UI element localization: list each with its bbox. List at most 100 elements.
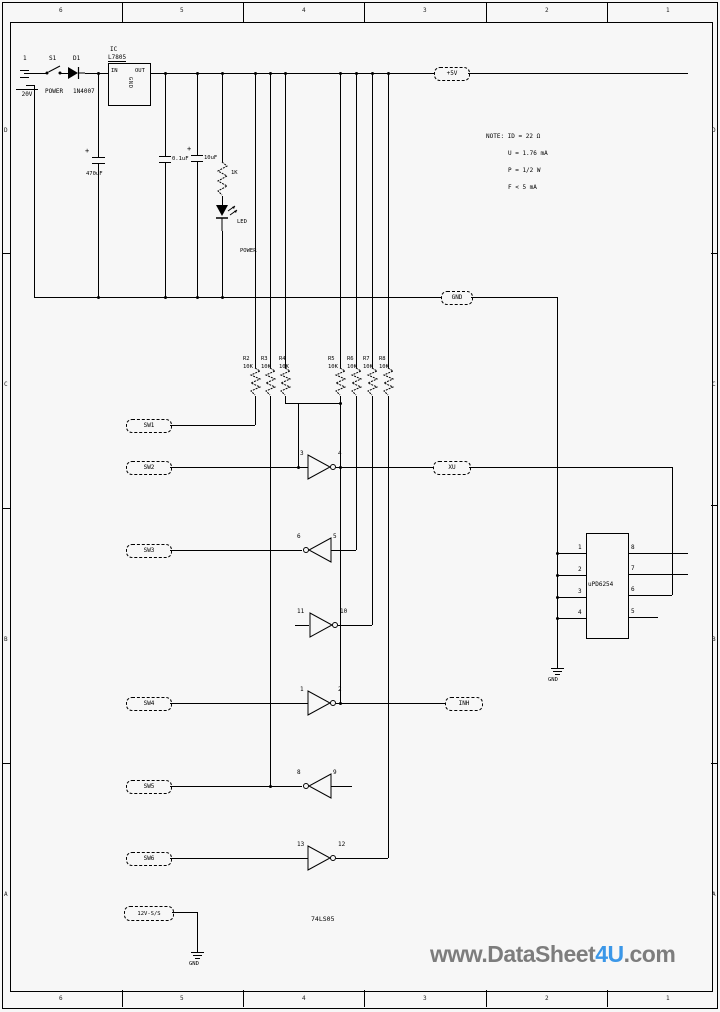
gate-pin-number: 12 bbox=[338, 841, 346, 848]
zone-label: C bbox=[4, 381, 8, 388]
diode-symbol bbox=[68, 67, 85, 79]
led-label: LED bbox=[237, 219, 247, 225]
regulator-in-pin: IN bbox=[111, 68, 118, 74]
wire bbox=[170, 550, 302, 551]
connector-pin1-label: 1 bbox=[23, 55, 27, 62]
zone-label: 4 bbox=[302, 995, 306, 1002]
wire bbox=[356, 396, 357, 550]
net-flag-gnd: GND bbox=[441, 291, 473, 305]
junction-dot bbox=[556, 596, 559, 599]
wire bbox=[372, 73, 373, 368]
wire bbox=[557, 553, 586, 554]
frame-tick bbox=[2, 763, 10, 764]
zone-label: B bbox=[712, 636, 716, 643]
frame-tick bbox=[364, 2, 365, 22]
resistor-name: R5 bbox=[328, 356, 335, 362]
led-sublabel: POWER bbox=[240, 248, 257, 254]
wire bbox=[340, 73, 341, 368]
wire bbox=[336, 858, 388, 859]
net-flag-5v-label: +5V bbox=[446, 70, 458, 77]
net-flag-input-4-label: SW4 bbox=[143, 700, 155, 707]
wire bbox=[469, 467, 672, 468]
junction-dot bbox=[556, 552, 559, 555]
wire bbox=[26, 85, 34, 86]
zone-label: 2 bbox=[545, 7, 549, 14]
zone-label: 3 bbox=[423, 995, 427, 1002]
capacitor-c1-polarity: + bbox=[85, 147, 90, 155]
capacitor-c1-value: 470uF bbox=[86, 171, 103, 177]
ic-upd6254-part: uPD6254 bbox=[588, 581, 614, 588]
wire bbox=[98, 73, 99, 157]
resistor-name: R7 bbox=[363, 356, 370, 362]
ic-pin-number: 1 bbox=[578, 544, 582, 551]
connector-return-label: 20V bbox=[16, 89, 38, 98]
frame-tick bbox=[2, 508, 10, 509]
wire bbox=[255, 396, 256, 425]
wire bbox=[356, 73, 357, 368]
wire bbox=[170, 467, 308, 468]
wire bbox=[165, 73, 166, 156]
diode-ref: D1 bbox=[73, 55, 81, 62]
gate-pin-number: 5 bbox=[333, 533, 337, 540]
frame-tick bbox=[243, 990, 244, 1007]
zone-label: 1 bbox=[666, 995, 670, 1002]
wire bbox=[338, 625, 372, 626]
junction-dot bbox=[339, 72, 342, 75]
net-flag-out-1-label: XU bbox=[448, 464, 456, 471]
wire-gnd-rail bbox=[471, 297, 557, 298]
frame-tick bbox=[607, 990, 608, 1007]
resistor-r1-value: 1K bbox=[231, 170, 238, 176]
gate-pin-number: 2 bbox=[338, 686, 342, 693]
wire bbox=[340, 396, 341, 703]
ic-pin-number: 3 bbox=[578, 588, 582, 595]
wire bbox=[628, 617, 658, 618]
datasheet4u-watermark: www.DataSheet4U.com bbox=[430, 941, 676, 968]
zone-label: 6 bbox=[59, 995, 63, 1002]
net-flag-input-5-label: SW5 bbox=[143, 783, 155, 790]
inverter-gate-2 bbox=[303, 537, 332, 563]
junction-dot bbox=[269, 72, 272, 75]
wire bbox=[557, 618, 586, 619]
wire-gnd-rail bbox=[34, 297, 441, 298]
zone-label: D bbox=[4, 127, 8, 134]
wire bbox=[85, 73, 108, 74]
junction-dot bbox=[164, 296, 167, 299]
junction-dot bbox=[339, 466, 342, 469]
resistor-value: 10K bbox=[243, 364, 253, 370]
resistor-symbol bbox=[350, 367, 363, 396]
net-flag-input-1-label: SW1 bbox=[143, 422, 155, 429]
resistor-name: R2 bbox=[243, 356, 250, 362]
wire bbox=[170, 858, 308, 859]
capacitor-c2-plate bbox=[159, 162, 171, 163]
resistor-symbol bbox=[334, 367, 347, 396]
junction-dot bbox=[164, 72, 167, 75]
ground-symbol bbox=[553, 671, 562, 672]
resistor-name: R8 bbox=[379, 356, 386, 362]
wire bbox=[295, 625, 309, 626]
junction-dot bbox=[371, 72, 374, 75]
zone-label: 2 bbox=[545, 995, 549, 1002]
net-flag-input-6: SW6 bbox=[126, 852, 172, 866]
junction-dot bbox=[254, 72, 257, 75]
zone-label: D bbox=[712, 127, 716, 134]
net-flag-bottom: 12V-S/S bbox=[124, 906, 174, 921]
ground-symbol bbox=[193, 955, 202, 956]
zone-label: 3 bbox=[423, 7, 427, 14]
zone-label: C bbox=[712, 381, 716, 388]
regulator-part: L7805 bbox=[108, 54, 127, 62]
resistor-symbol bbox=[382, 367, 395, 396]
net-flag-gnd-label: GND bbox=[451, 294, 463, 301]
ic-pin-number: 7 bbox=[631, 565, 635, 572]
wire-5v-rail bbox=[468, 73, 688, 74]
net-flag-input-5: SW5 bbox=[126, 780, 172, 794]
diode-label: 1N4007 bbox=[73, 88, 95, 95]
junction-dot bbox=[221, 296, 224, 299]
resistor-value: 10K bbox=[279, 364, 289, 370]
junction-dot bbox=[297, 466, 300, 469]
switch-symbol bbox=[45, 65, 62, 75]
frame-tick bbox=[711, 505, 717, 506]
wire bbox=[170, 425, 255, 426]
net-flag-input-2: SW2 bbox=[126, 461, 172, 475]
ground-symbol bbox=[551, 668, 564, 669]
